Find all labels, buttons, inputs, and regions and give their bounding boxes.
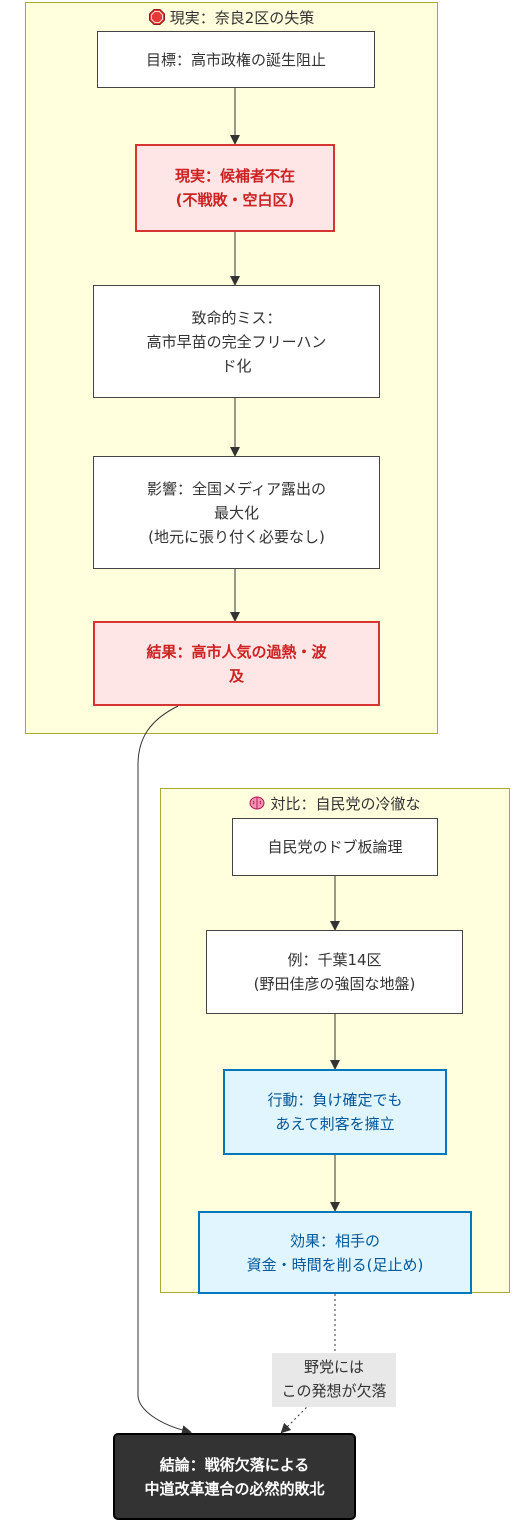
example-node-line1: 例：千葉14区: [287, 951, 382, 969]
edge-label-line2: この発想が欠落: [281, 1382, 387, 1400]
red-octagon-icon: [148, 9, 165, 25]
reality-node-line2: (不戦敗・空白区): [175, 191, 295, 209]
logic-node-text: 自民党のドブ板論理: [267, 838, 403, 856]
action-node: 行動：負け確定でも あえて刺客を擁立: [223, 1069, 447, 1155]
effect-node-line1: 効果：相手の: [289, 1231, 380, 1250]
goal-node-text: 目標：高市政権の誕生阻止: [145, 50, 326, 69]
mistake-node-line2: 高市早苗の完全フリーハン: [146, 332, 327, 351]
impact-node: 影響：全国メディア露出の 最大化 (地元に張り付く必要なし): [93, 456, 380, 569]
impact-node-line2: 最大化: [213, 503, 259, 522]
mistake-node-line3: ド化: [221, 356, 252, 375]
contrast-cluster-title-text: 対比：自民党の冷徹な: [270, 795, 421, 813]
effect-node: 効果：相手の 資金・時間を削る(足止め): [198, 1211, 472, 1294]
brain-icon: [249, 796, 265, 810]
action-node-line1: 行動：負け確定でも: [267, 1091, 403, 1109]
edge-effect-conclusion-tail: [280, 1403, 311, 1434]
conclusion-node: 結論：戦術欠落による 中道改革連合の必然的敗北: [113, 1433, 356, 1520]
contrast-cluster-title: 対比：自民党の冷徹な: [161, 793, 509, 814]
reality-cluster-title: 現実：奈良2区の失策: [26, 7, 437, 28]
mistake-node-line1: 致命的ミス：: [191, 308, 282, 327]
result-node-line2: 及: [228, 666, 244, 685]
goal-node: 目標：高市政権の誕生阻止: [97, 31, 375, 88]
edge-label-line1: 野党には: [303, 1358, 364, 1376]
reality-node-line1: 現実：候補者不在: [174, 167, 295, 185]
edge-label: 野党には この発想が欠落: [272, 1353, 396, 1407]
conclusion-node-line2: 中道改革連合の必然的敗北: [144, 1479, 325, 1498]
result-node-line1: 結果：高市人気の過熱・波: [146, 642, 327, 661]
example-node: 例：千葉14区 (野田佳彦の強固な地盤): [206, 930, 463, 1014]
impact-node-line3: (地元に張り付く必要なし): [148, 527, 325, 546]
mistake-node: 致命的ミス： 高市早苗の完全フリーハン ド化: [93, 285, 380, 398]
effect-node-line2: 資金・時間を削る(足止め): [246, 1255, 424, 1274]
reality-cluster-title-text: 現実：奈良2区の失策: [169, 9, 315, 27]
edge-result-conclusion: [137, 705, 192, 1436]
logic-node: 自民党のドブ板論理: [232, 818, 438, 876]
reality-node: 現実：候補者不在 (不戦敗・空白区): [135, 144, 335, 232]
example-node-line2: (野田佳彦の強固な地盤): [253, 975, 416, 993]
impact-node-line1: 影響：全国メディア露出の: [147, 479, 326, 498]
action-node-line2: あえて刺客を擁立: [275, 1115, 395, 1133]
result-node: 結果：高市人気の過熱・波 及: [93, 621, 380, 706]
conclusion-node-line1: 結論：戦術欠落による: [159, 1455, 310, 1474]
